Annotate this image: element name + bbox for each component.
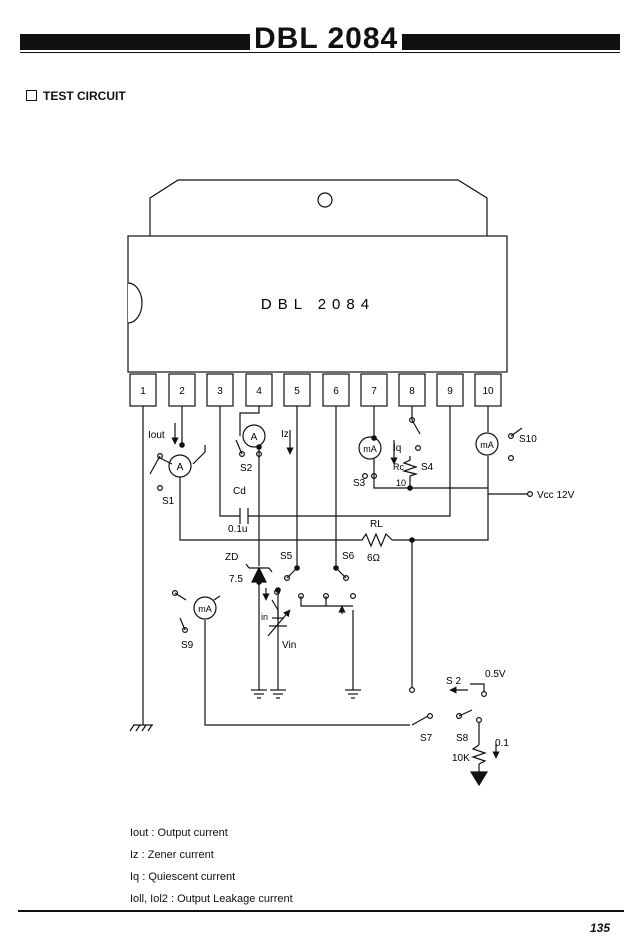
label-s8: S8 <box>456 733 469 744</box>
pin-8-label: 8 <box>409 386 415 397</box>
ic-pins <box>129 373 502 407</box>
label-vcc: Vcc 12V <box>537 490 575 501</box>
variable-source-vin <box>267 609 291 637</box>
label-s9: S9 <box>181 640 194 651</box>
header-bar-left <box>20 34 252 50</box>
label-zd: ZD <box>225 552 238 563</box>
label-s4: S4 <box>421 462 434 473</box>
label-rc-value: 10 <box>396 478 406 488</box>
ic-heatsink-tab <box>149 179 488 236</box>
label-05v: 0.5V <box>485 669 506 680</box>
pin-labels: 1 2 3 4 5 6 7 8 9 10 <box>140 386 494 397</box>
page-number: 135 <box>590 921 611 935</box>
ammeter-iout-symbol: A <box>177 462 184 473</box>
switch-contacts <box>157 417 533 723</box>
pin-3-label: 3 <box>217 386 223 397</box>
label-s5: S5 <box>280 551 293 562</box>
milliammeter-s9 <box>193 596 217 620</box>
checkbox-icon <box>26 90 37 101</box>
milliammeter-s10-symbol: mA <box>480 440 494 450</box>
supply-terminal-arrow <box>469 771 489 787</box>
label-cd-value: 0.1u <box>228 524 247 535</box>
resistor-rc <box>401 456 419 477</box>
legend-item: Ioll, Iol2 : Output Leakage current <box>130 893 293 905</box>
header-rule <box>20 52 620 53</box>
zener-diode-zd <box>245 563 273 583</box>
legend-item: Iout : Output current <box>130 827 228 839</box>
meter-symbols: A A mA mA mA <box>177 432 494 614</box>
ammeter-iz-symbol: A <box>251 432 258 443</box>
label-rl-value: 6Ω <box>367 553 381 564</box>
legend: Iout : Output current Iz : Zener current… <box>130 822 293 910</box>
pin-6-label: 6 <box>333 386 339 397</box>
junction-dots <box>179 435 415 593</box>
chip-label: DBL 2084 <box>261 296 375 313</box>
pin-10-label: 10 <box>482 386 494 397</box>
mounting-hole-icon <box>317 192 333 208</box>
label-01: 0.1 <box>495 738 509 749</box>
label-rl: RL <box>370 519 383 530</box>
pin-2-label: 2 <box>179 386 185 397</box>
pin-9-label: 9 <box>447 386 453 397</box>
current-arrows <box>171 423 500 759</box>
label-zd-value: 7.5 <box>229 574 243 585</box>
milliammeter-iq-symbol: mA <box>363 444 377 454</box>
label-iz: Iz <box>281 429 289 440</box>
capacitor-cd <box>239 508 249 524</box>
label-iout: Iout <box>148 430 165 441</box>
label-s2: S2 <box>240 463 253 474</box>
ground-symbols <box>129 689 361 732</box>
milliammeter-iq <box>358 436 382 460</box>
legend-item: Iz : Zener current <box>130 849 214 861</box>
label-10k: 10K <box>452 753 470 764</box>
label-iq: Iq <box>393 443 401 454</box>
resistor-10k <box>471 744 487 765</box>
legend-item: Iq : Quiescent current <box>130 871 236 883</box>
label-vin-small: in <box>261 612 268 622</box>
label-vin: Vin <box>282 640 296 651</box>
ammeter-iz <box>242 424 266 448</box>
resistor-rl <box>361 532 393 548</box>
pin-1-label: 1 <box>140 386 146 397</box>
label-s12: S 2 <box>446 676 461 687</box>
ammeter-iout <box>168 454 192 478</box>
milliammeter-s9-symbol: mA <box>198 604 212 614</box>
milliammeter-s10 <box>475 432 499 456</box>
circuit-wires <box>142 406 528 772</box>
pin-4-label: 4 <box>256 386 262 397</box>
pin-5-label: 5 <box>294 386 300 397</box>
switch-levers <box>149 419 523 726</box>
footer-rule <box>18 910 624 912</box>
ic-notch <box>127 282 143 324</box>
pin-7-label: 7 <box>371 386 377 397</box>
test-circuit-diagram: DBL 2084 1 2 3 4 5 6 7 8 9 10 A A mA mA … <box>127 179 575 787</box>
header-bar-right <box>396 34 620 50</box>
label-rc: Rc <box>393 462 404 472</box>
section-title: TEST CIRCUIT <box>43 89 126 103</box>
page-title: DBL 2084 <box>250 22 403 56</box>
label-s7: S7 <box>420 733 433 744</box>
label-s10: S10 <box>519 434 537 445</box>
section-heading: TEST CIRCUIT <box>26 89 126 103</box>
label-s3: S3 <box>353 478 366 489</box>
label-cd: Cd <box>233 486 246 497</box>
label-s6: S6 <box>342 551 355 562</box>
component-labels: Iout Iz Iq S1 S2 S3 S4 S5 S6 S7 S8 S9 S1… <box>148 429 575 764</box>
label-s1: S1 <box>162 496 175 507</box>
